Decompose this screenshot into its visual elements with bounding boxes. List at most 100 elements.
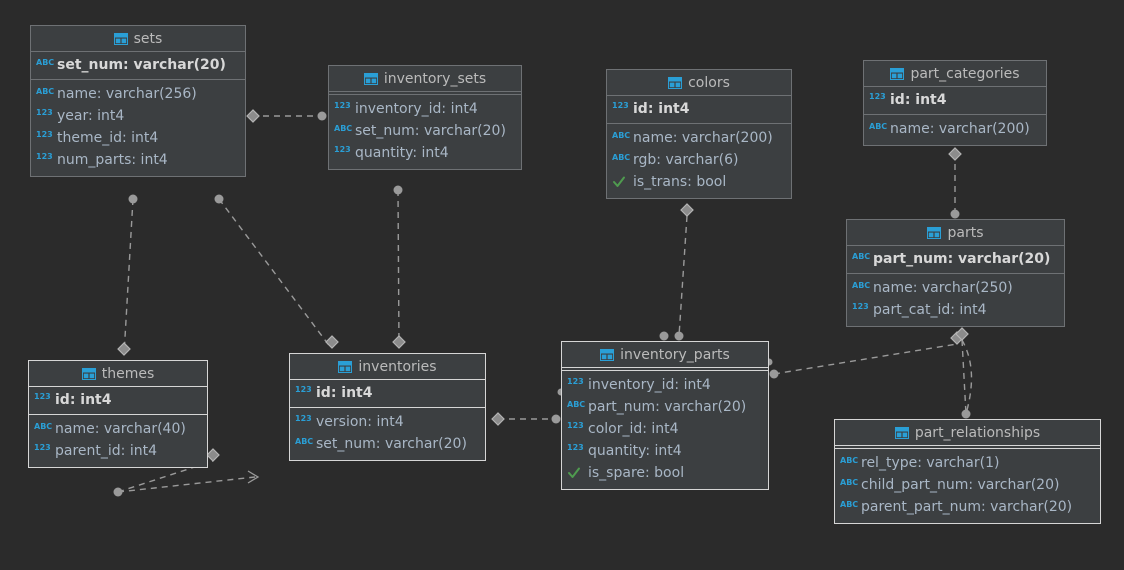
- table-header-inventory_sets[interactable]: inventory_sets: [329, 66, 521, 92]
- edge-endpoint-dot: [393, 185, 403, 195]
- primary-key-column-row[interactable]: 123 id: int4: [864, 89, 1046, 111]
- edge-endpoint-diamond: [950, 331, 964, 345]
- edge-endpoint-diamond: [491, 412, 505, 426]
- column-row[interactable]: is_trans: bool: [607, 171, 791, 193]
- abc-icon: ABC: [852, 252, 871, 261]
- edge-parts-part_relationships-1: [961, 339, 967, 415]
- primary-key-column-label: set_num: varchar(20): [57, 57, 226, 73]
- primary-key-section-empty: [329, 92, 521, 95]
- number-icon: 123: [612, 101, 629, 110]
- number-icon: 123: [334, 145, 351, 154]
- table-title: parts: [947, 224, 984, 241]
- column-label: name: varchar(200): [633, 130, 773, 146]
- abc-icon: ABC: [612, 153, 631, 162]
- table-icon: [600, 348, 615, 361]
- number-icon: 123: [869, 92, 886, 101]
- primary-key-column-row[interactable]: 123 id: int4: [607, 98, 791, 120]
- column-row[interactable]: 123 num_parts: int4: [31, 149, 245, 171]
- abc-icon: ABC: [36, 87, 55, 96]
- abc-icon: ABC: [295, 437, 314, 446]
- primary-key-column-label: id: int4: [890, 92, 947, 108]
- column-label: set_num: varchar(20): [316, 436, 467, 452]
- abc-icon: ABC: [612, 131, 631, 140]
- table-header-parts[interactable]: parts: [847, 220, 1064, 246]
- column-label: theme_id: int4: [57, 130, 159, 146]
- column-label: inventory_id: int4: [588, 377, 711, 393]
- abc-icon: ABC: [36, 58, 55, 67]
- edge-endpoint-diamond: [680, 203, 694, 217]
- edge-endpoint-diamond: [955, 327, 969, 341]
- primary-key-section: 123 id: int4: [607, 96, 791, 124]
- table-header-inventories[interactable]: inventories: [290, 354, 485, 380]
- abc-icon: ABC: [840, 500, 859, 509]
- edge-endpoint-dot: [674, 331, 684, 341]
- edge-sets-inventories: [218, 198, 332, 349]
- table-icon: [668, 76, 683, 89]
- column-label: num_parts: int4: [57, 152, 168, 168]
- table-header-themes[interactable]: themes: [29, 361, 207, 387]
- edge-endpoint-diamond: [206, 448, 220, 462]
- number-icon: 123: [567, 443, 584, 452]
- table-title: sets: [133, 30, 163, 47]
- column-label: name: varchar(200): [890, 121, 1030, 137]
- column-label: set_num: varchar(20): [355, 123, 506, 139]
- column-label: part_num: varchar(20): [588, 399, 747, 415]
- table-header-inventory_parts[interactable]: inventory_parts: [562, 342, 768, 368]
- number-icon: 123: [36, 152, 53, 161]
- table-icon: [338, 360, 353, 373]
- number-icon: 123: [34, 392, 51, 401]
- table-header-part_categories[interactable]: part_categories: [864, 61, 1046, 87]
- table-header-colors[interactable]: colors: [607, 70, 791, 96]
- edge-endpoint-dot: [950, 209, 960, 219]
- column-label: part_cat_id: int4: [873, 302, 987, 318]
- table-icon: [113, 32, 128, 45]
- edge-themes-self-2: [117, 476, 256, 493]
- column-label: year: int4: [57, 108, 125, 124]
- table-header-sets[interactable]: sets: [31, 26, 245, 52]
- primary-key-column-label: id: int4: [633, 101, 690, 117]
- edge-endpoint-dot: [551, 414, 561, 424]
- table-header-part_relationships[interactable]: part_relationships: [835, 420, 1100, 446]
- column-row[interactable]: is_spare: bool: [562, 462, 768, 484]
- number-icon: 123: [567, 421, 584, 430]
- column-label: name: varchar(40): [55, 421, 186, 437]
